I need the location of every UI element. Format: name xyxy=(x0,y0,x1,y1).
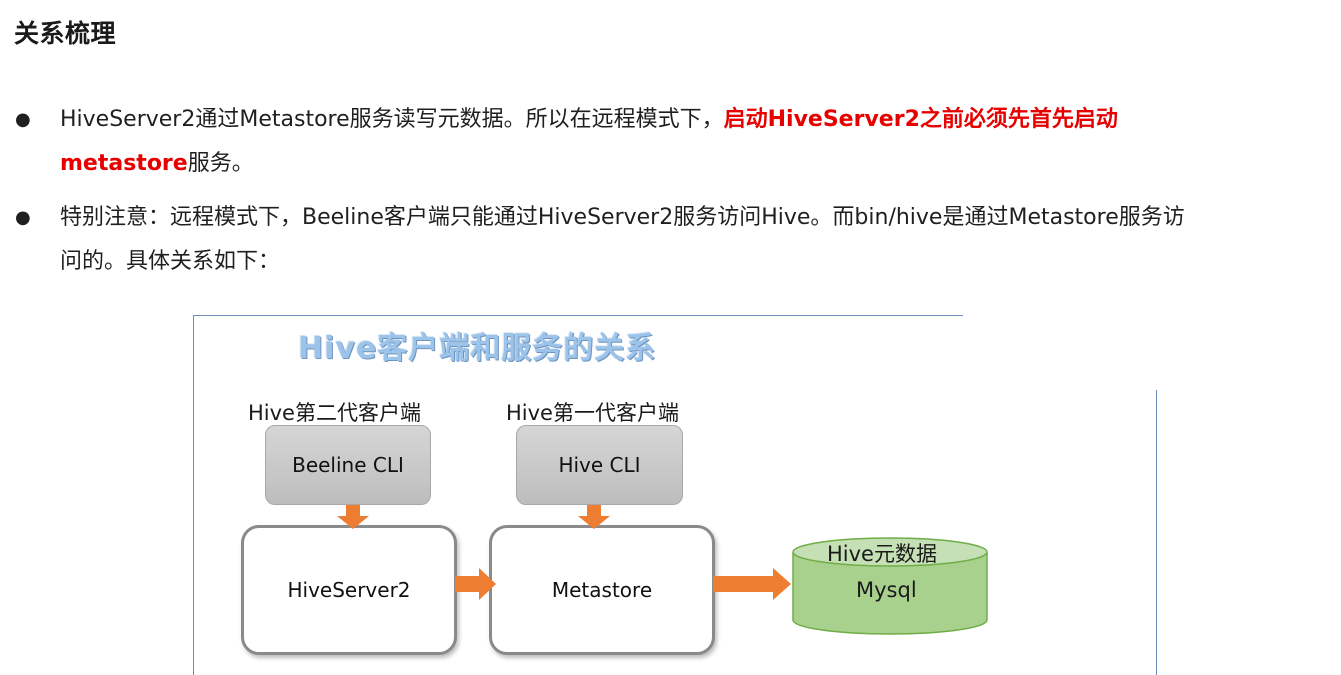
bullet-text-line-2: 问的。具体关系如下： xyxy=(60,249,281,274)
bullet-text-highlight-2: metastore xyxy=(60,151,188,176)
hiveserver2-box: HiveServer2 xyxy=(241,525,457,655)
diagram-title: Hive客户端和服务的关系 xyxy=(298,331,657,366)
label-first-gen-client: Hive第一代客户端 xyxy=(506,401,679,425)
arrow-beeline-to-hiveserver2 xyxy=(337,505,369,529)
page-title: 关系梳理 xyxy=(14,19,117,48)
bullet-text-plain: HiveServer2通过Metastore服务读写元数据。所以在远程模式下， xyxy=(60,107,724,132)
bullet-text: 特别注意：远程模式下，Beeline客户端只能通过HiveServer2服务访问… xyxy=(60,196,1325,284)
bullet-item-1: ● HiveServer2通过Metastore服务读写元数据。所以在远程模式下… xyxy=(15,98,1325,186)
bullet-text: HiveServer2通过Metastore服务读写元数据。所以在远程模式下，启… xyxy=(60,98,1325,186)
mysql-cylinder xyxy=(792,537,988,635)
db-name: Mysql xyxy=(856,578,917,602)
metastore-box: Metastore xyxy=(489,525,715,655)
label-second-gen-client: Hive第二代客户端 xyxy=(248,401,421,425)
diagram-connectors xyxy=(337,505,988,635)
diagram-frame xyxy=(193,315,1157,675)
bullet-text-line-1: 特别注意：远程模式下，Beeline客户端只能通过HiveServer2服务访问… xyxy=(60,205,1185,230)
hive-cli-box: Hive CLI xyxy=(516,425,683,505)
bullet-item-2: ● 特别注意：远程模式下，Beeline客户端只能通过HiveServer2服务… xyxy=(15,196,1325,284)
diagram-frame-gap xyxy=(963,313,1163,390)
bullet-text-plain-2: 服务。 xyxy=(187,151,254,176)
db-label: Hive元数据 xyxy=(827,542,937,566)
bullet-text-highlight: 启动HiveServer2之前必须先首先启动 xyxy=(723,107,1118,132)
bullet-dot: ● xyxy=(15,109,31,130)
bullet-dot: ● xyxy=(15,207,31,228)
arrow-hiveserver2-to-metastore xyxy=(455,568,496,600)
arrow-hivecli-to-metastore xyxy=(578,505,610,529)
relationship-diagram: Hive客户端和服务的关系 Hive第二代客户端 Hive第一代客户端 Beel… xyxy=(193,313,1163,675)
arrow-metastore-to-mysql xyxy=(713,568,791,600)
beeline-cli-box: Beeline CLI xyxy=(265,425,431,505)
